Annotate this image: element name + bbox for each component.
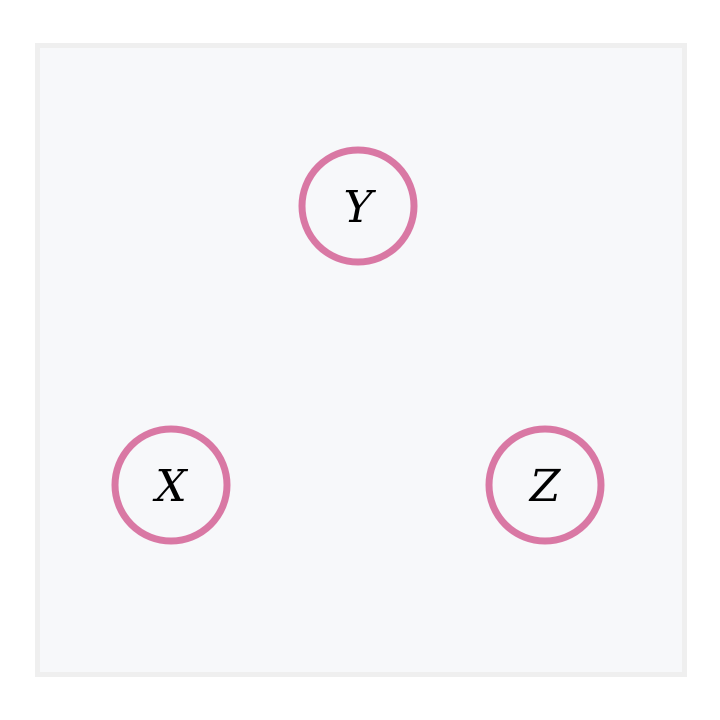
node-x[interactable]: X: [111, 425, 231, 545]
node-z[interactable]: Z: [485, 425, 605, 545]
node-y-label: Y: [343, 182, 376, 233]
node-x-label: X: [152, 461, 188, 512]
node-z-circle: [485, 425, 605, 545]
node-y-circle: [298, 146, 418, 266]
node-y[interactable]: Y: [298, 146, 418, 266]
node-x-circle: [111, 425, 231, 545]
node-z-label: Z: [528, 461, 562, 512]
